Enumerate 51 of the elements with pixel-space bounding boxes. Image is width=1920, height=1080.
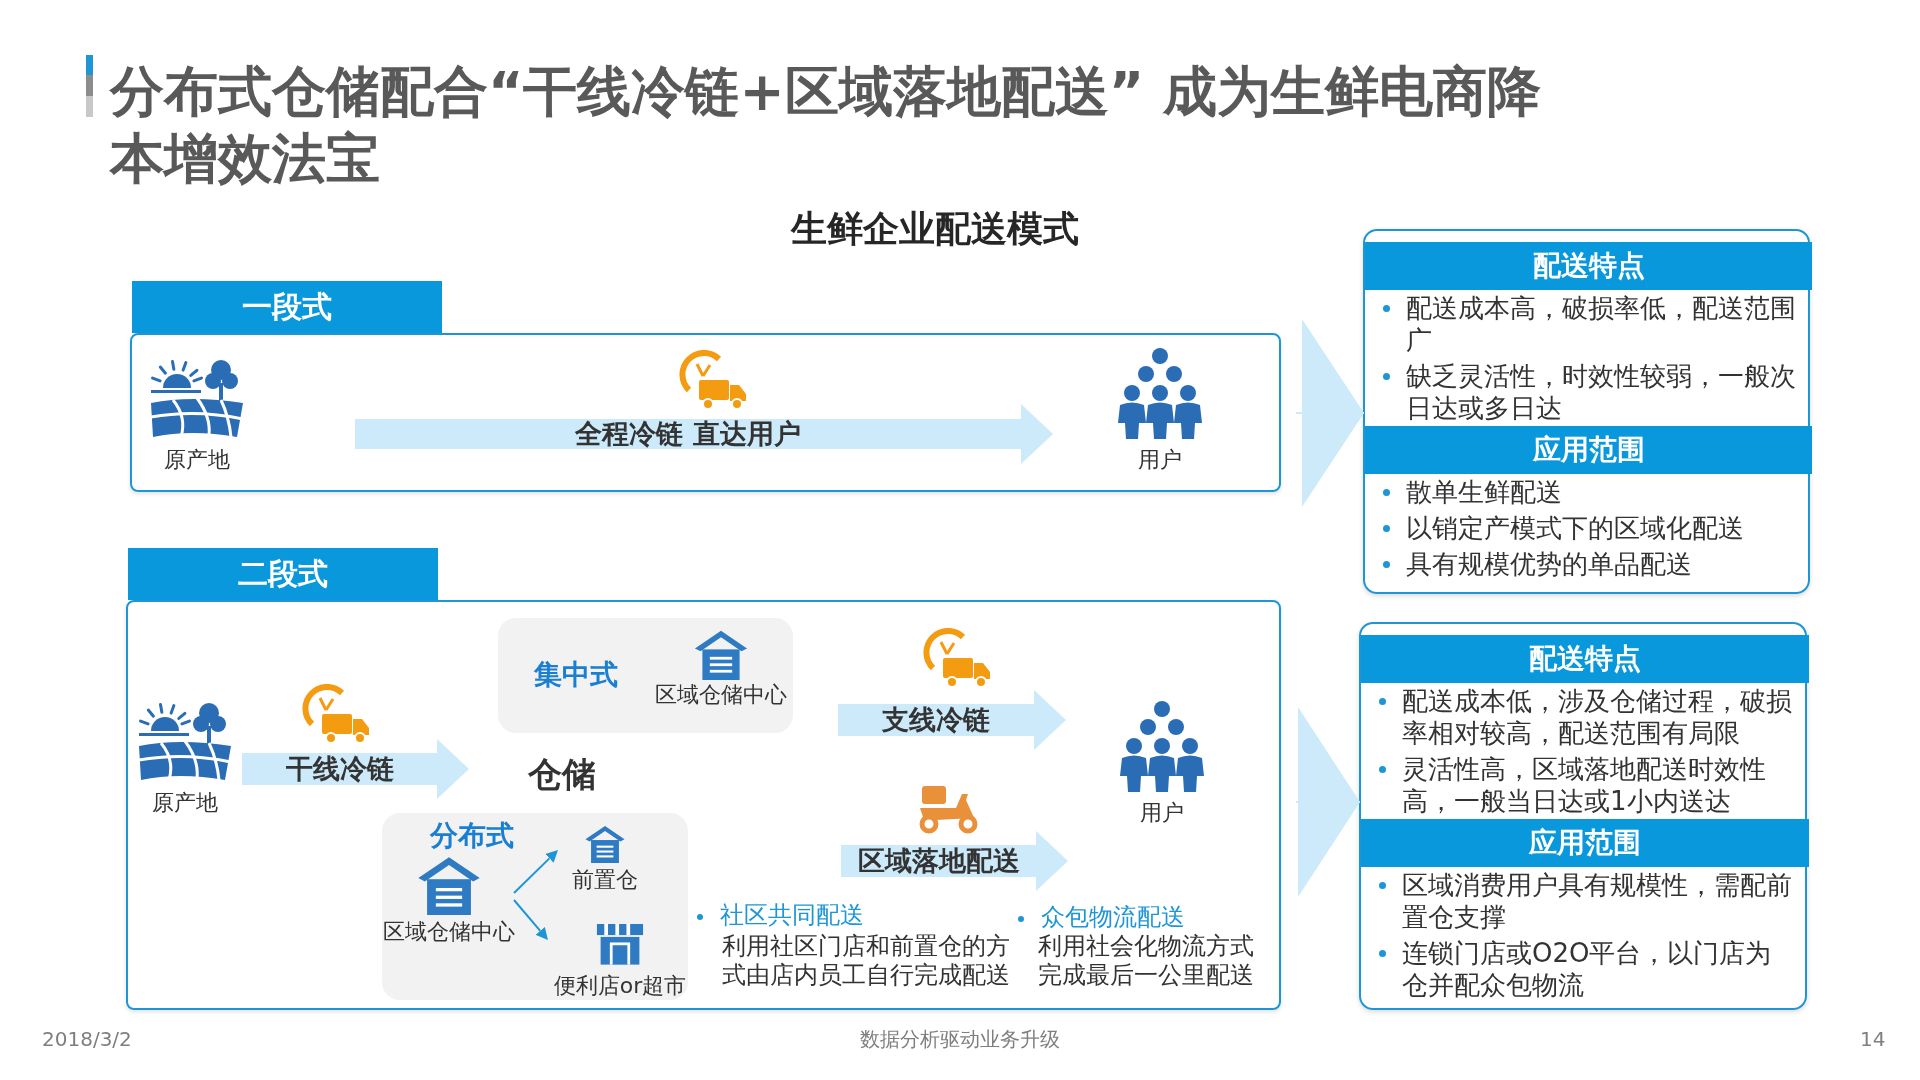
- section-header: 应用范围: [1365, 426, 1812, 474]
- node-label: 原产地: [164, 447, 230, 474]
- group-title: 分布式: [430, 818, 514, 854]
- bullet-text: 连锁门店或O2O平台，以门店为仓并配众包物流: [1402, 937, 1773, 1001]
- section-tab: 一段式: [132, 281, 442, 333]
- note-heading: 众包物流配送: [1041, 902, 1185, 932]
- note-text: 利用社会化物流方式完成最后一公里配送: [1038, 932, 1255, 990]
- arrow: [841, 831, 1068, 891]
- bullet-text: 具有规模优势的单品配送: [1406, 548, 1693, 580]
- note-text: 利用社区门店和前置仓的方式由店内员工自行完成配送: [722, 932, 1011, 990]
- arrow: [1295, 319, 1365, 507]
- node-label: 原产地: [152, 790, 218, 817]
- arrow: [513, 850, 558, 894]
- node-label: 用户: [1137, 447, 1182, 474]
- bullet-text: 配送成本高，破损率低，配送范围广: [1406, 292, 1796, 356]
- group-box: [498, 618, 793, 733]
- section-header: 配送特点: [1365, 242, 1812, 290]
- node-label: 便利店or超市: [553, 972, 687, 999]
- info-panel: [1359, 622, 1807, 1010]
- node-label: 前置仓: [571, 867, 638, 894]
- bullet-text: 灵活性高，区域落地配送时效性高，一般当日达或1小内送达: [1402, 753, 1767, 817]
- arrow: [242, 739, 469, 799]
- section-tab: 二段式: [128, 548, 438, 600]
- title: 分布式仓储配合“干线冷链+区域落地配送” 成为生鲜电商降本增效法宝: [110, 59, 1543, 192]
- edge-label: 区域落地配送: [857, 846, 1020, 876]
- footer-date: 2018/3/2: [42, 1027, 132, 1052]
- bullet-text: 区域消费用户具有规模性，需配前置仓支撑: [1402, 869, 1793, 933]
- edge-label: 干线冷链: [285, 754, 394, 784]
- bullet-text: 配送成本低，涉及仓储过程，破损率相对较高，配送范围有局限: [1402, 685, 1793, 749]
- bullet-text: 散单生鲜配送: [1406, 476, 1563, 508]
- node-label: 区域仓储中心: [654, 682, 787, 709]
- arrow: [513, 899, 548, 940]
- bullet-text: 缺乏灵活性，时效性较弱，一般次日达或多日达: [1406, 360, 1796, 424]
- info-panel: [1363, 229, 1810, 594]
- page-number: 14: [1860, 1027, 1886, 1052]
- arrow: [1295, 707, 1361, 897]
- node-label: 用户: [1139, 800, 1184, 827]
- arrow: [838, 690, 1066, 750]
- edge-label: 支线冷链: [882, 705, 990, 735]
- note-heading: 社区共同配送: [720, 900, 864, 930]
- subtitle: 生鲜企业配送模式: [791, 207, 1079, 251]
- section-header: 配送特点: [1361, 635, 1809, 683]
- node-label: 仓储: [514, 750, 609, 800]
- group-title: 集中式: [534, 657, 618, 693]
- section-header: 应用范围: [1361, 819, 1809, 867]
- footer-text: 数据分析驱动业务升级: [860, 1027, 1060, 1052]
- group-box: [382, 813, 688, 1000]
- bullet-text: 以销定产模式下的区域化配送: [1406, 512, 1745, 544]
- edge-label: 全程冷链 直达用户: [575, 419, 801, 449]
- node-label: 区域仓储中心: [383, 919, 515, 946]
- arrow: [355, 404, 1053, 464]
